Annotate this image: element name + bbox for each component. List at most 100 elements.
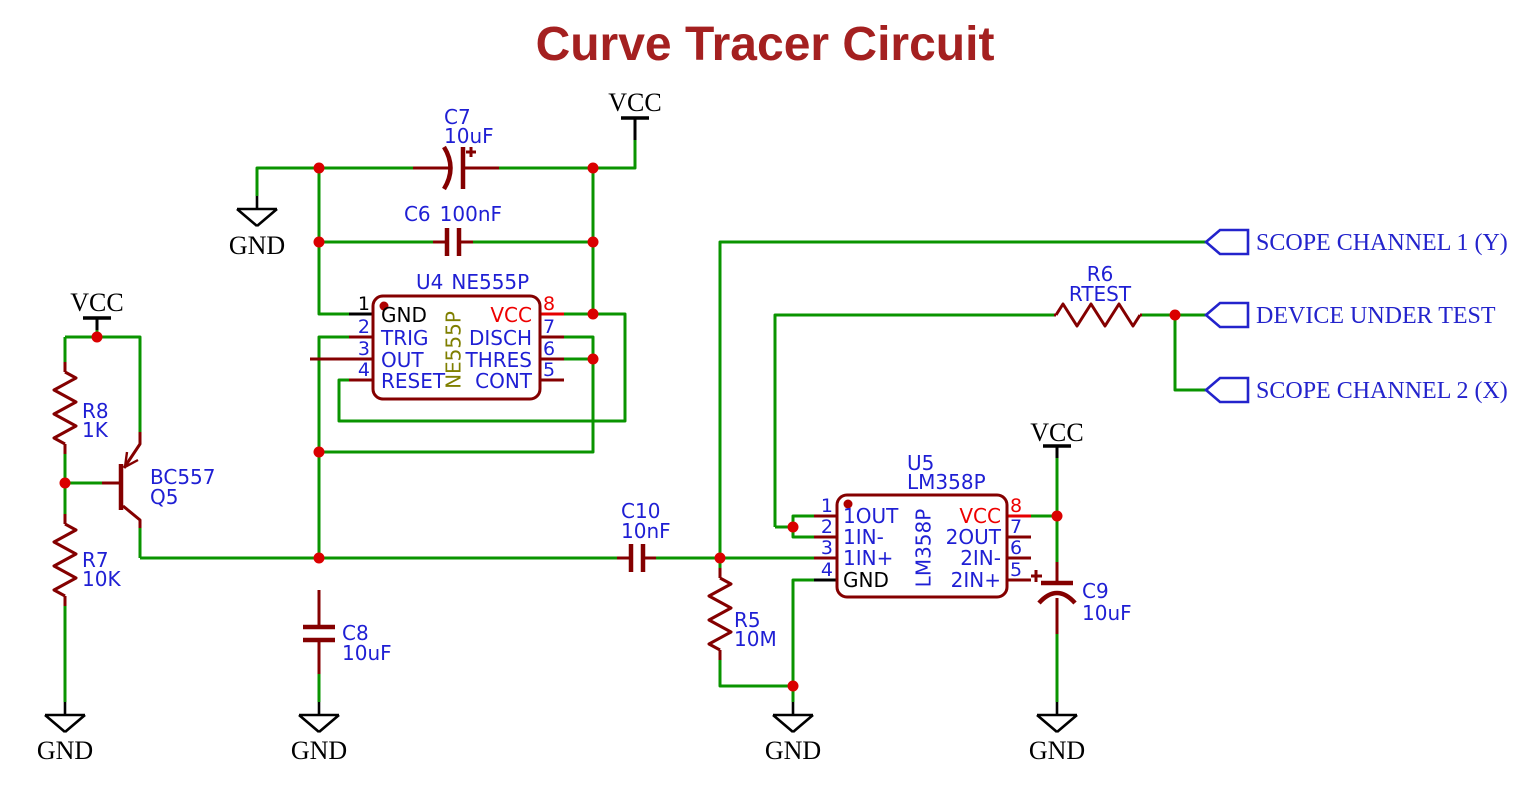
pnp-arrow-icon <box>123 451 139 469</box>
pin-number: 7 <box>543 316 555 338</box>
pin-number: 4 <box>821 559 833 581</box>
pin-name: 2OUT <box>946 525 1002 549</box>
capacitor-c6: C6 100nF <box>404 202 502 256</box>
cap-curved-plate <box>1037 590 1077 605</box>
wire <box>718 240 1206 558</box>
cap-value: 100nF <box>440 202 502 226</box>
pin-number: 2 <box>358 316 370 338</box>
pin-name: THRES <box>465 348 532 372</box>
wire <box>317 168 349 316</box>
cap-label: C6 100nF <box>404 202 502 226</box>
connector-label: SCOPE CHANNEL 1 (Y) <box>1256 230 1508 256</box>
pin-name: 1IN- <box>843 525 884 549</box>
wire <box>317 335 349 558</box>
resistor-value: 10M <box>734 627 777 651</box>
ic-ref: U4 <box>416 270 443 294</box>
pin-name: RESET <box>381 369 446 393</box>
pin-name: 2IN+ <box>951 568 1001 592</box>
junctions <box>59 162 1181 692</box>
pin1-marker-icon <box>379 301 389 311</box>
vcc-label: VCC <box>1030 418 1083 447</box>
pin-number: 5 <box>1010 559 1022 581</box>
junction-dot <box>313 552 325 564</box>
pin-name: OUT <box>381 348 424 372</box>
junction-dot <box>1169 309 1181 321</box>
gnd-label: GND <box>37 736 93 765</box>
plus-icon <box>466 147 476 157</box>
junction-dot <box>587 353 599 365</box>
resistor-r8: R8 1K <box>52 362 109 454</box>
resistor-zigzag <box>52 370 78 446</box>
cap-ref: C10 <box>621 499 660 523</box>
ic-title: U4 NE555P <box>416 270 529 294</box>
resistor-r6: R6 RTEST <box>1054 262 1142 328</box>
resistor-zigzag <box>52 522 78 598</box>
cap-value: 10uF <box>342 641 392 665</box>
wire <box>1173 315 1206 392</box>
pin-number: 6 <box>1010 537 1022 559</box>
vcc-label: VCC <box>608 88 661 117</box>
wire <box>718 660 793 688</box>
gnd-label: GND <box>291 736 347 765</box>
pin-name: VCC <box>959 504 1001 528</box>
cap-ref: C8 <box>342 621 369 645</box>
connector-label: DEVICE UNDER TEST <box>1256 303 1496 329</box>
ic-u5: U5 LM358P LM358P 1 2 3 4 8 7 6 5 1OUT 1I… <box>814 451 1031 599</box>
pin-number: 2 <box>821 516 833 538</box>
power-symbols: VCC VCC VCC GND GND GND GND GND <box>37 88 1085 765</box>
cap-value: 10uF <box>444 124 494 148</box>
resistor-ref: R8 <box>82 399 109 423</box>
pin-name: TRIG <box>380 326 429 350</box>
vcc-label: VCC <box>70 288 123 317</box>
connector-icon <box>1204 376 1250 404</box>
junction-dot <box>91 331 103 343</box>
ic-center-label: LM358P <box>912 509 936 588</box>
page-title: Curve Tracer Circuit <box>536 18 995 71</box>
ic-part: NE555P <box>451 270 529 294</box>
cap-ref: C6 <box>404 202 431 226</box>
junction-dot <box>59 477 71 489</box>
connectors: SCOPE CHANNEL 1 (Y) DEVICE UNDER TEST SC… <box>1204 228 1508 404</box>
pin1-marker-icon <box>843 499 853 509</box>
resistor-value: 10K <box>82 567 121 591</box>
resistor-r5: R5 10M <box>707 568 777 660</box>
junction-dot <box>787 521 799 533</box>
wire <box>319 335 595 454</box>
pin-number: 8 <box>543 293 555 315</box>
resistor-zigzag <box>707 576 733 652</box>
transistor-ref: Q5 <box>150 485 178 509</box>
gnd-label: GND <box>1029 736 1085 765</box>
resistor-ref: R5 <box>734 608 761 632</box>
junction-dot <box>313 236 325 248</box>
pin-name: GND <box>381 303 427 327</box>
ic-center-label: NE555P <box>442 311 466 389</box>
pin-name: VCC <box>490 303 532 327</box>
resistor-r7: R7 10K <box>52 514 121 606</box>
pin-number: 1 <box>358 293 370 315</box>
pin-name: GND <box>843 568 889 592</box>
resistor-zigzag <box>1054 302 1142 328</box>
gnd-icon <box>297 700 341 734</box>
ic-ref: U5 <box>907 451 934 475</box>
junction-dot <box>313 162 325 174</box>
connector-label: SCOPE CHANNEL 2 (X) <box>1256 378 1508 404</box>
junction-dot <box>587 162 599 174</box>
cap-value: 10nF <box>621 519 671 543</box>
junction-dot <box>787 680 799 692</box>
ic-body <box>371 294 542 401</box>
gnd-icon <box>235 194 279 228</box>
pin-number: 3 <box>821 537 833 559</box>
connector-icon <box>1204 301 1250 329</box>
gnd-icon <box>771 700 815 734</box>
capacitor-c9: C9 10uF <box>1031 562 1132 634</box>
cap-curved-plate <box>442 145 453 191</box>
cap-ref: C9 <box>1082 579 1109 603</box>
wire <box>65 335 142 432</box>
ic-body <box>835 493 1009 599</box>
capacitor-c8: C8 10uF <box>303 590 392 674</box>
wire <box>791 578 814 702</box>
junction-dot <box>714 552 726 564</box>
resistor-ref: R6 <box>1087 262 1114 286</box>
junction-dot <box>587 308 599 320</box>
